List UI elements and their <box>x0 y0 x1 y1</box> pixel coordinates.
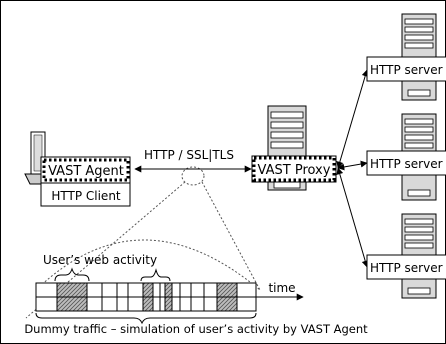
http-server-2-label: HTTP server <box>370 157 443 171</box>
protocol-label: HTTP / SSL|TLS <box>144 148 234 162</box>
time-label: time <box>268 281 295 295</box>
users-web-activity-label: User’s web activity <box>43 253 157 267</box>
vast-proxy-highlight <box>252 156 336 182</box>
http-server-2: HTTP server <box>366 113 446 201</box>
vast-proxy-box <box>251 155 337 183</box>
http-server-3-label: HTTP server <box>370 261 443 275</box>
http-server-1: HTTP server <box>366 13 446 101</box>
zoom-indicator <box>25 166 261 319</box>
http-server-3: HTTP server <box>366 213 446 299</box>
vast-proxy-label: VAST Proxy <box>258 163 331 178</box>
vast-agent-highlight <box>42 158 130 182</box>
dummy-traffic-label: Dummy traffic – simulation of user’s act… <box>24 322 368 336</box>
vast-agent-label: VAST Agent <box>48 164 124 179</box>
http-server-1-label: HTTP server <box>370 63 443 77</box>
web-activity-braces <box>54 267 171 282</box>
dummy-traffic-brace <box>35 312 257 325</box>
proxy-server-connections <box>336 69 369 268</box>
traffic-timeline <box>35 282 304 312</box>
http-client-label: HTTP Client <box>51 189 121 203</box>
client-stack: VAST Agent HTTP Client <box>40 156 131 207</box>
